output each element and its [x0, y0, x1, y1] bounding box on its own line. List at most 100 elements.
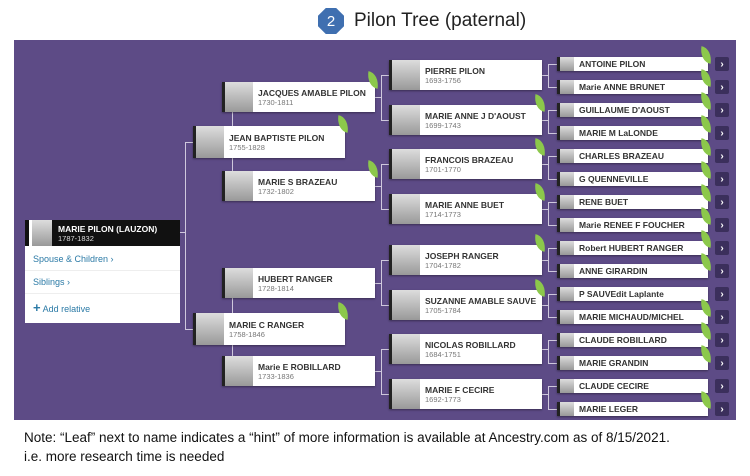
connector-line [548, 363, 557, 364]
person-photo [389, 334, 420, 364]
expand-arrow-button[interactable]: › [715, 402, 729, 416]
connector-line [375, 371, 381, 372]
connector-line [375, 97, 381, 98]
person-card[interactable]: Marie RENEE F FOUCHER [557, 218, 708, 232]
person-card[interactable]: GUILLAUME D'AOUST [557, 103, 708, 117]
expand-arrow-button[interactable]: › [715, 287, 729, 301]
expand-arrow-button[interactable]: › [715, 379, 729, 393]
person-name: PIERRE PILON [425, 65, 485, 76]
person-photo [389, 60, 420, 90]
person-name: Marie E ROBILLARD [258, 361, 341, 372]
page-title: 2 Pilon Tree (paternal) [318, 8, 526, 34]
connector-line [542, 75, 548, 76]
person-years: 1755-1828 [229, 142, 265, 152]
person-card[interactable]: CLAUDE CECIRE [557, 379, 708, 393]
connector-line [381, 120, 389, 121]
person-card[interactable]: CHARLES BRAZEAU [557, 149, 708, 163]
person-name: MARIE ANNE BUET [425, 199, 505, 210]
person-years: 1692-1773 [425, 394, 461, 404]
expand-arrow-button[interactable]: › [715, 80, 729, 94]
connector-line [381, 260, 382, 305]
connector-line [548, 340, 557, 341]
root-person-card[interactable]: MARIE PILON (LAUZON) 1787-1832 Spouse & … [25, 220, 180, 323]
expand-arrow-button[interactable]: › [715, 103, 729, 117]
add-relative-link[interactable]: + Add relative [33, 300, 91, 315]
expand-arrow-button[interactable]: › [715, 241, 729, 255]
person-name: SUZANNE AMABLE SAUVE [425, 295, 537, 306]
connector-line [381, 75, 389, 76]
connector-line [381, 260, 389, 261]
expand-arrow-button[interactable]: › [715, 264, 729, 278]
person-name: ANTOINE PILON [579, 59, 646, 69]
expand-arrow-button[interactable]: › [715, 57, 729, 71]
person-name: MARIE PILON (LAUZON) [58, 223, 158, 234]
expand-arrow-button[interactable]: › [715, 172, 729, 186]
person-card[interactable]: MARIE LEGER [557, 402, 708, 416]
connector-line [375, 283, 381, 284]
person-card[interactable]: ANNE GIRARDIN [557, 264, 708, 278]
person-card[interactable]: MARIE GRANDIN [557, 356, 708, 370]
person-card[interactable]: Robert HUBERT RANGER [557, 241, 708, 255]
person-years: 1704-1782 [425, 260, 461, 270]
connector-line [381, 349, 389, 350]
expand-arrow-button[interactable]: › [715, 126, 729, 140]
expand-arrow-button[interactable]: › [715, 218, 729, 232]
connector-line [381, 75, 382, 120]
person-photo [557, 264, 574, 278]
person-photo [222, 268, 253, 298]
person-card[interactable]: RENE BUET [557, 195, 708, 209]
connector-line [548, 225, 557, 226]
expand-arrow-button[interactable]: › [715, 195, 729, 209]
spouse-children-link[interactable]: Spouse & Children › [25, 248, 180, 271]
connector-line [381, 164, 389, 165]
person-card[interactable]: MARIE M LaLONDE [557, 126, 708, 140]
person-photo [557, 218, 574, 232]
expand-arrow-button[interactable]: › [715, 333, 729, 347]
person-years: 1733-1836 [258, 371, 294, 381]
expand-arrow-button[interactable]: › [715, 310, 729, 324]
connector-line [381, 349, 382, 394]
connector-line [548, 294, 549, 317]
connector-line [548, 179, 557, 180]
person-photo [557, 195, 574, 209]
person-photo [389, 245, 420, 275]
person-card[interactable]: P SAUVEdit Laplante [557, 287, 708, 301]
connector-line [542, 394, 548, 395]
connector-line [542, 260, 548, 261]
person-card[interactable]: CLAUDE ROBILLARD [557, 333, 708, 347]
connector-line [548, 340, 549, 363]
connector-line [542, 164, 548, 165]
connector-line [548, 294, 557, 295]
person-name: MARIE F CECIRE [425, 384, 495, 395]
connector-line [381, 209, 389, 210]
siblings-link[interactable]: Siblings › [25, 271, 180, 294]
person-name: G QUENNEVILLE [579, 174, 649, 184]
person-card[interactable]: MARIE MICHAUD/MICHEL [557, 310, 708, 324]
expand-arrow-button[interactable]: › [715, 356, 729, 370]
person-card[interactable]: G QUENNEVILLE [557, 172, 708, 186]
person-photo [557, 356, 574, 370]
person-years: 1701-1770 [425, 164, 461, 174]
step-number-badge: 2 [318, 8, 344, 34]
person-card[interactable]: ANTOINE PILON [557, 57, 708, 71]
expand-arrow-button[interactable]: › [715, 149, 729, 163]
person-card[interactable]: Marie ANNE BRUNET [557, 80, 708, 94]
person-years: 1714-1773 [425, 209, 461, 219]
connector-line [548, 248, 557, 249]
person-photo [557, 149, 574, 163]
person-photo [389, 194, 420, 224]
